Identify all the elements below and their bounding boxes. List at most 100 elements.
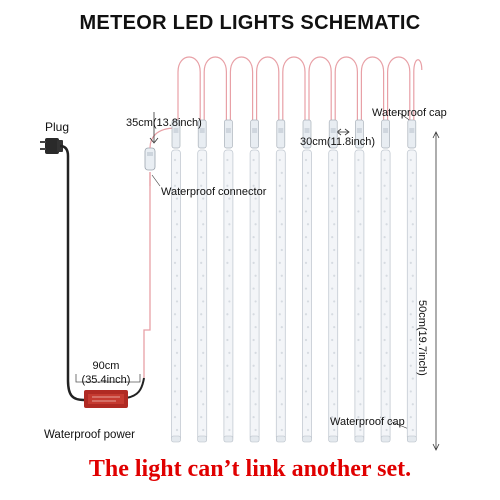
- led-dot: [383, 210, 386, 213]
- segment-length-label: 35cm(13.8inch): [126, 117, 202, 129]
- tube-length-label: 50cm(19.7inch): [416, 300, 428, 376]
- wire-loop: [177, 56, 201, 120]
- power-supply-icon: [84, 390, 128, 408]
- led-dot: [306, 223, 310, 226]
- led-dot: [304, 287, 308, 290]
- page-title: METEOR LED LIGHTS SCHEMATIC: [79, 12, 421, 34]
- tube-connector: [171, 119, 181, 149]
- led-dot: [306, 171, 310, 174]
- led-dot: [200, 416, 203, 419]
- connector-leader: [151, 174, 161, 187]
- led-dot: [304, 261, 308, 264]
- led-dot: [226, 210, 229, 213]
- tube-end-cap: [302, 435, 312, 443]
- led-dot: [385, 223, 388, 226]
- tube-end-cap: [249, 435, 260, 443]
- led-dot: [383, 364, 386, 367]
- led-dot: [306, 274, 310, 277]
- led-dot: [333, 351, 336, 354]
- led-dot: [252, 184, 255, 187]
- plug-label: Plug: [45, 120, 70, 134]
- led-dot: [359, 223, 362, 226]
- tube-group: [171, 56, 423, 443]
- led-dot: [280, 223, 283, 226]
- tube-connector-detail: [278, 128, 284, 133]
- wire-loop: [203, 56, 227, 120]
- led-dot: [331, 236, 334, 239]
- led-dot: [385, 428, 388, 432]
- led-dot: [252, 261, 255, 264]
- led-dot: [202, 197, 205, 200]
- led-dot: [173, 287, 177, 290]
- led-dot: [306, 377, 310, 380]
- led-dot: [202, 403, 205, 406]
- led-dot: [409, 416, 412, 419]
- led-dot: [331, 313, 334, 316]
- led-dot: [173, 184, 177, 187]
- led-dot: [304, 338, 308, 342]
- led-dot: [304, 390, 308, 393]
- led-dot: [175, 326, 179, 329]
- led-dot: [383, 236, 386, 239]
- segment-dimension: [149, 112, 159, 144]
- tube-connector: [302, 119, 312, 149]
- led-dot: [175, 248, 179, 252]
- led-dot: [333, 248, 336, 252]
- waterproof-cap-bottom-label: Waterproof cap: [330, 416, 405, 428]
- wire-loop: [282, 56, 306, 120]
- cable-length-inch-label: (35.4inch): [81, 374, 131, 386]
- led-dot: [359, 377, 362, 380]
- led-dot: [228, 171, 231, 174]
- led-dot: [331, 416, 334, 419]
- led-dot: [200, 184, 203, 187]
- led-dot: [385, 171, 388, 174]
- feed-wire: [149, 127, 177, 149]
- tube-connector: [381, 119, 390, 149]
- tube-connector-detail: [409, 128, 415, 133]
- tube-connector: [355, 119, 364, 149]
- led-dot: [202, 326, 205, 329]
- led-dot: [411, 223, 414, 226]
- wire-loop: [387, 56, 411, 120]
- led-dot: [359, 171, 362, 174]
- led-dot: [226, 390, 229, 393]
- led-dot: [383, 313, 386, 316]
- led-dot: [175, 403, 179, 406]
- led-dot: [333, 197, 336, 200]
- tube-end-cap: [223, 435, 234, 443]
- led-dot: [331, 158, 334, 162]
- led-dot: [252, 390, 255, 393]
- led-dot: [383, 158, 386, 162]
- led-dot: [173, 236, 177, 239]
- led-dot: [173, 338, 177, 342]
- led-dot: [304, 210, 308, 213]
- led-dot: [331, 287, 334, 290]
- led-dot: [409, 236, 412, 239]
- led-dot: [409, 210, 412, 213]
- led-dot: [306, 403, 310, 406]
- led-dot: [226, 338, 229, 342]
- led-dot: [254, 274, 257, 277]
- led-dot: [228, 300, 231, 303]
- led-dot: [278, 236, 281, 239]
- led-dot: [200, 158, 203, 162]
- led-dot: [359, 428, 362, 432]
- cable-length-bracket: [75, 374, 141, 383]
- led-dot: [333, 300, 336, 303]
- led-dot: [359, 326, 362, 329]
- power-cable: [59, 144, 85, 402]
- led-dot: [385, 377, 388, 380]
- wire-loop: [256, 56, 280, 120]
- led-dot: [226, 287, 229, 290]
- led-dot: [200, 364, 203, 367]
- tube-end-cap: [328, 435, 339, 443]
- led-tube: [275, 149, 286, 441]
- tube-connector: [224, 119, 233, 149]
- led-dot: [409, 287, 412, 290]
- led-dot: [254, 403, 257, 406]
- led-dot: [200, 338, 203, 342]
- led-dot: [385, 326, 388, 329]
- tube-length-dimension: [432, 131, 440, 451]
- led-dot: [278, 313, 281, 316]
